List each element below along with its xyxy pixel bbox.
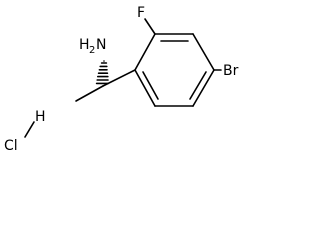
amine-h-label: H xyxy=(79,37,90,53)
hcl-bond xyxy=(24,121,35,138)
hcl-hydrogen-label: H xyxy=(35,109,46,125)
hashed-wedge-bond xyxy=(95,60,109,85)
bromine-label: Br xyxy=(223,63,239,79)
ring-attachment-bond xyxy=(102,69,136,87)
amine-subscript: 2 xyxy=(89,45,95,56)
fluorine-bond xyxy=(144,18,156,35)
benzene-ring xyxy=(134,33,215,107)
hcl-chlorine-label: Cl xyxy=(4,138,18,154)
fluorine-label: F xyxy=(137,5,145,21)
chemical-structure: H 2 N F Br H Cl xyxy=(4,5,239,154)
methyl-bond xyxy=(75,85,104,102)
amine-n-label: N xyxy=(96,37,106,53)
